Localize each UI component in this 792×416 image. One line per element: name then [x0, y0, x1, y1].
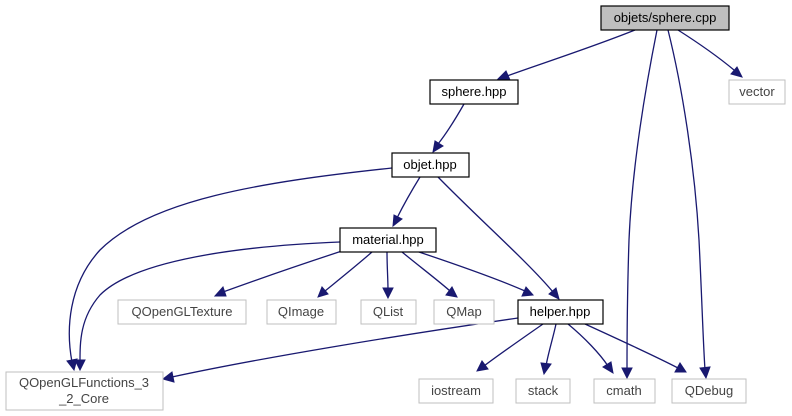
node-qopenglfunctions[interactable]: QOpenGLFunctions_3 _2_Core — [5, 371, 164, 411]
node-objets-sphere-cpp[interactable]: objets/sphere.cpp — [600, 5, 730, 31]
node-material-hpp[interactable]: material.hpp — [339, 227, 437, 253]
node-qimage[interactable]: QImage — [266, 299, 337, 325]
edge-material-hpp-to-helper-hpp — [412, 249, 535, 297]
node-label-qmap: QMap — [446, 304, 481, 319]
node-label-cmath: cmath — [606, 383, 641, 398]
edge-material-hpp-to-qlist — [382, 251, 394, 300]
node-label-stack: stack — [528, 383, 559, 398]
node-label-sphere-hpp: sphere.hpp — [441, 84, 506, 99]
edge-sphere-hpp-to-objet-hpp — [432, 103, 465, 153]
node-label-qopengltexture: QOpenGLTexture — [132, 304, 233, 319]
edge-helper-hpp-to-cmath — [567, 323, 614, 374]
node-qdebug[interactable]: QDebug — [671, 378, 747, 404]
node-iostream[interactable]: iostream — [418, 378, 494, 404]
node-label-objets-sphere-cpp: objets/sphere.cpp — [614, 10, 717, 25]
edge-objet-hpp-to-helper-hpp — [437, 176, 560, 300]
node-qlist[interactable]: QList — [360, 299, 417, 325]
node-stack[interactable]: stack — [515, 378, 571, 404]
node-label-qimage: QImage — [278, 304, 324, 319]
node-label-qopenglfunctions-line1: QOpenGLFunctions_3 — [19, 375, 149, 390]
edges — [66, 29, 743, 383]
nodes: objets/sphere.cpp sphere.hpp vector obje… — [5, 5, 786, 411]
edge-material-hpp-to-qopengltexture — [213, 249, 346, 297]
node-label-vector: vector — [739, 84, 775, 99]
edge-helper-hpp-to-stack — [540, 323, 557, 376]
edge-sphere-cpp-to-qdebug — [667, 29, 711, 380]
node-objet-hpp[interactable]: objet.hpp — [391, 152, 470, 178]
edge-helper-hpp-to-qdebug — [584, 323, 687, 373]
edge-objet-hpp-to-material-hpp — [392, 176, 421, 228]
node-label-helper-hpp: helper.hpp — [530, 304, 591, 319]
node-helper-hpp[interactable]: helper.hpp — [517, 299, 604, 325]
node-qopengltexture[interactable]: QOpenGLTexture — [117, 299, 247, 325]
node-vector[interactable]: vector — [728, 79, 786, 105]
edge-sphere-cpp-to-sphere-hpp — [496, 29, 636, 81]
node-label-iostream: iostream — [431, 383, 481, 398]
node-qmap[interactable]: QMap — [433, 299, 495, 325]
node-label-qopenglfunctions-line2: _2_Core — [58, 391, 109, 406]
node-cmath[interactable]: cmath — [593, 378, 656, 404]
node-label-material-hpp: material.hpp — [352, 232, 424, 247]
node-label-qlist: QList — [373, 304, 404, 319]
node-label-qdebug: QDebug — [685, 383, 733, 398]
edge-sphere-cpp-to-cmath — [621, 29, 658, 380]
edge-material-hpp-to-qmap — [401, 251, 458, 298]
edge-helper-hpp-to-iostream — [476, 323, 544, 372]
node-label-objet-hpp: objet.hpp — [403, 157, 457, 172]
node-sphere-hpp[interactable]: sphere.hpp — [429, 79, 519, 105]
edge-material-hpp-to-qimage — [317, 251, 373, 298]
edge-helper-hpp-to-qopenglfunctions — [161, 317, 519, 383]
edge-objet-hpp-to-qopenglfunctions — [66, 167, 393, 372]
edge-sphere-cpp-to-vector — [677, 29, 743, 78]
edge-material-hpp-to-qopenglfunctions — [74, 241, 341, 372]
